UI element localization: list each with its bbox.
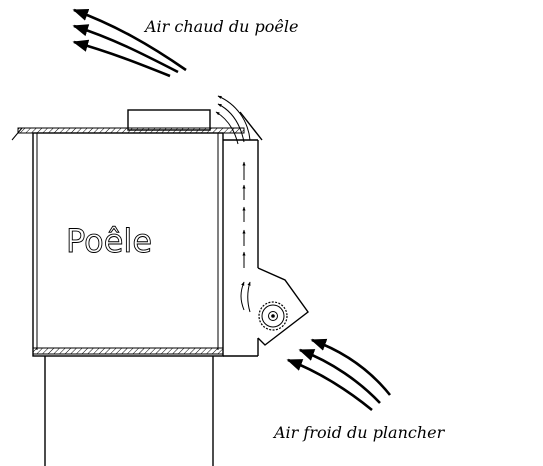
- stove-label: Poêle: [66, 222, 152, 260]
- hot-air-label: Air chaud du poêle: [143, 17, 298, 36]
- cold-air-label: Air froid du plancher: [272, 423, 446, 442]
- fan-wheel: [258, 301, 288, 331]
- cold-air-arrows: [286, 338, 392, 412]
- hot-air-arrows: [72, 8, 187, 78]
- stove-legs: [44, 356, 214, 466]
- duct-airflow-arrows: [215, 95, 251, 313]
- convection-duct: [223, 111, 263, 357]
- stove-body: [32, 132, 224, 357]
- fan-housing: [257, 267, 309, 346]
- chimney-collar: [127, 109, 211, 131]
